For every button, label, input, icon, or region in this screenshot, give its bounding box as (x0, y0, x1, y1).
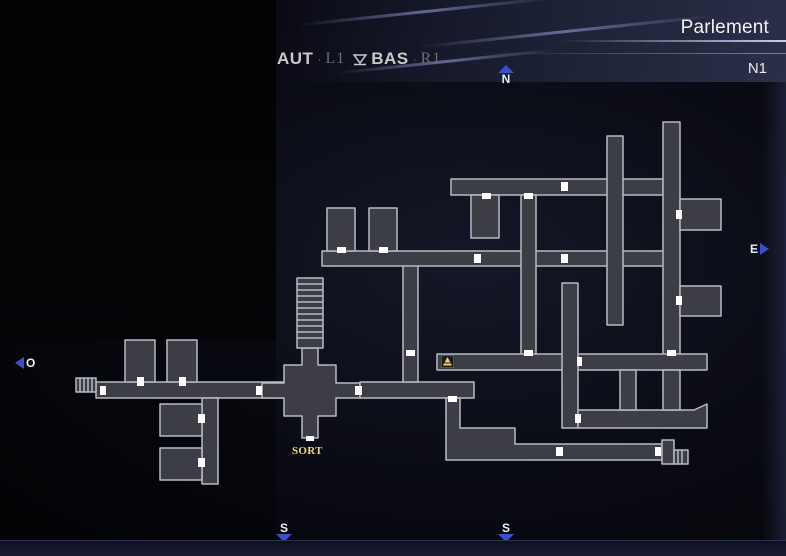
compass-west-label: O (26, 356, 36, 370)
door (337, 247, 346, 253)
connector-b (662, 369, 681, 411)
south-west-corridor (201, 397, 219, 485)
right-edge-strip (762, 78, 786, 540)
separator-dot: · (317, 52, 322, 66)
door (198, 414, 205, 423)
door (524, 350, 533, 356)
door (575, 414, 581, 423)
north-room-2 (368, 207, 398, 252)
central-hall (261, 347, 361, 439)
compass-east-label: E (750, 242, 759, 256)
south-west-room-1 (159, 403, 203, 437)
door (137, 377, 144, 386)
east-room-2 (679, 285, 722, 317)
door (482, 193, 491, 199)
exit-label: SORT (292, 445, 323, 457)
door (561, 254, 568, 263)
south-west-room-2 (159, 447, 203, 481)
south-east-corridor (577, 403, 708, 429)
door (448, 396, 457, 402)
door (655, 447, 661, 456)
top-room (470, 194, 500, 239)
door (256, 386, 262, 395)
down-arrow-icon (498, 534, 514, 542)
door (667, 350, 676, 356)
door (524, 193, 533, 199)
door (676, 210, 682, 219)
compass-south-left: S (275, 522, 293, 542)
door (198, 458, 205, 467)
vertical-passage (561, 282, 579, 429)
floor-indicator: N1 (747, 60, 767, 77)
down-arrow-icon (276, 534, 292, 542)
door (406, 350, 415, 356)
floor-up-label[interactable]: AUT (277, 49, 314, 68)
right-arrow-icon (760, 243, 770, 255)
separator-dot: · (412, 52, 417, 66)
door (100, 386, 106, 395)
west-room-2 (166, 339, 198, 383)
compass-west: O (15, 357, 35, 369)
west-stairs (75, 377, 97, 393)
door (379, 247, 388, 253)
north-connector (402, 264, 419, 383)
rooms (75, 121, 722, 485)
door (355, 386, 362, 395)
door (676, 296, 682, 305)
north-room-1 (326, 207, 356, 252)
compass-east: E (750, 242, 770, 256)
top-corridor (450, 178, 664, 196)
west-corridor (95, 381, 285, 399)
east-tall-passage (662, 121, 681, 371)
west-room-1 (124, 339, 156, 383)
doors (100, 182, 682, 467)
south-corridor (445, 397, 663, 461)
door (474, 254, 481, 263)
compass-south-label: S (501, 521, 510, 535)
l1-key: L1 (325, 50, 346, 67)
title-underline (560, 40, 786, 42)
compass-south-label: S (279, 521, 288, 535)
floor-switch-controls: AUT · L1 BAS · R1 (277, 49, 441, 69)
down-arrow-icon (353, 52, 368, 66)
r1-key: R1 (420, 50, 442, 67)
warning-triangle-icon (440, 354, 455, 369)
floor-down-label[interactable]: BAS (371, 49, 409, 68)
door (179, 377, 186, 386)
central-north-passage (520, 194, 537, 356)
compass-south-right: S (497, 522, 515, 542)
location-title: Parlement (680, 17, 769, 38)
door (577, 357, 582, 366)
north-stairs (296, 277, 324, 349)
east-corridor (359, 381, 475, 399)
bottom-bar (0, 540, 786, 556)
east-stairs (661, 439, 689, 465)
tall-passage (606, 135, 624, 326)
east-room-1 (679, 198, 722, 231)
connector-a (619, 369, 637, 411)
door (561, 182, 568, 191)
up-arrow-icon (498, 65, 514, 73)
compass-north-label: N (501, 72, 511, 86)
floor-divider (480, 53, 786, 54)
left-arrow-icon (15, 357, 24, 369)
door (556, 447, 563, 456)
compass-north: N (497, 65, 515, 85)
door (306, 436, 314, 441)
left-dark-pane (0, 0, 276, 340)
